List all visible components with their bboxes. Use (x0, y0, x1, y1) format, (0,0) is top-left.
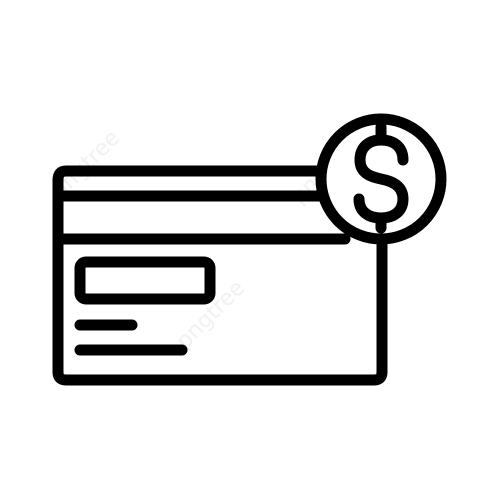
card-group (52, 165, 388, 386)
card-outline (52, 165, 388, 386)
chip-box (74, 256, 216, 305)
coin-group (315, 113, 447, 245)
